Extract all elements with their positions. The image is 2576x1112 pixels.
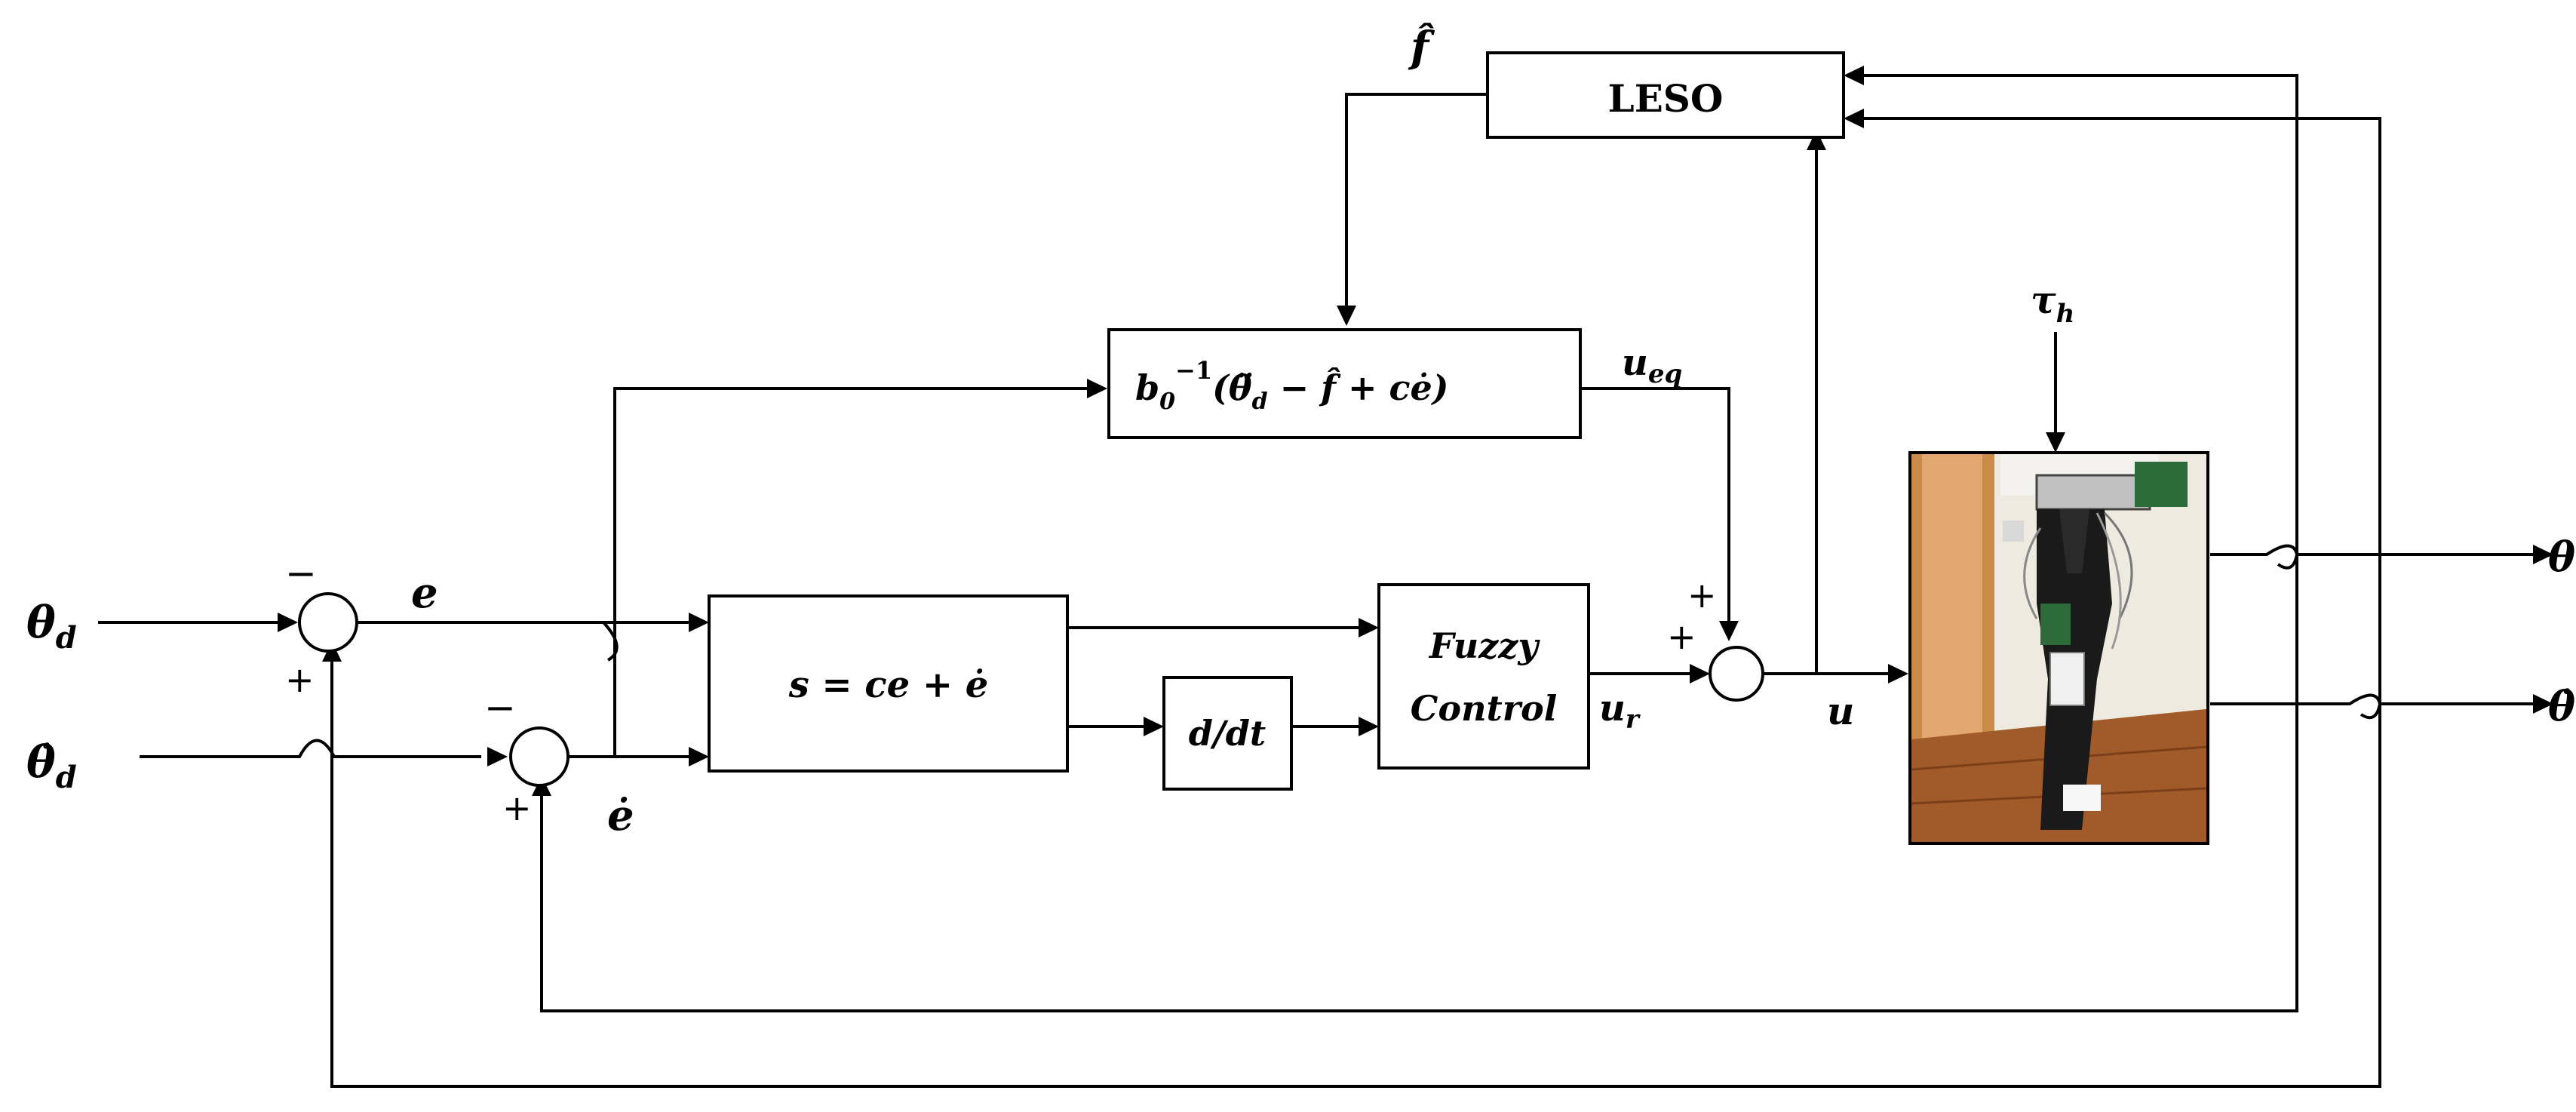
sum2-minus: − — [484, 686, 516, 730]
arrowhead — [1807, 130, 1826, 150]
arrowhead — [1087, 379, 1107, 398]
arrowhead — [1144, 717, 1164, 736]
arrowhead — [1844, 109, 1864, 128]
theta-output-wire — [2210, 544, 2538, 570]
leso-block — [1486, 51, 1845, 139]
arrowhead — [1359, 717, 1379, 736]
fuzzy-label-line1: Fuzzy — [1428, 625, 1541, 666]
u-label: u — [1827, 689, 1854, 733]
tau-h-label: τh — [2031, 278, 2074, 329]
fuzzy-label-line2: Control — [1411, 688, 1557, 729]
leso-label: LESO — [1608, 76, 1724, 121]
derivative-block — [1162, 676, 1293, 791]
equivalent-control-block — [1107, 328, 1582, 439]
arrowhead — [1844, 66, 1864, 85]
theta-d-label: θd — [26, 597, 77, 656]
e-dot-branch-wire — [613, 387, 1092, 757]
summing-junction-3 — [1709, 646, 1764, 702]
derivative-label: d/dt — [1189, 713, 1266, 754]
sum3-plus-left: + — [1667, 616, 1696, 657]
summing-junction-1 — [298, 592, 358, 653]
theta-dot-to-leso-wire — [1859, 117, 2381, 704]
e-label: e — [411, 568, 438, 618]
theta-to-leso-wire — [1859, 74, 2298, 554]
arrowhead — [1888, 664, 1908, 683]
arrowhead — [2046, 432, 2065, 453]
arrowhead — [1719, 621, 1739, 641]
theta-dot-output-label: θ̇ — [2548, 682, 2575, 730]
ueq-wire — [1580, 387, 1730, 626]
sum2-plus: + — [502, 788, 532, 828]
arrowhead — [2533, 694, 2553, 714]
arrowhead — [689, 747, 709, 766]
arrowhead — [689, 613, 709, 632]
theta-output-label: θ — [2548, 533, 2575, 581]
sum1-minus: − — [285, 551, 317, 595]
arrowhead — [1337, 306, 1356, 326]
arrowhead — [278, 613, 298, 632]
summing-junction-2 — [509, 726, 570, 787]
fuzzy-control-block — [1377, 583, 1590, 769]
sliding-surface-block — [708, 594, 1069, 773]
e-dot-label: ė — [607, 791, 634, 840]
fhat-wire — [1345, 93, 1488, 311]
theta-feedback-inner — [540, 554, 2298, 1012]
arrowhead — [1359, 618, 1379, 637]
equivalent-control-label: b0−1(θ̈d − f̂ + cė) — [1135, 356, 1449, 415]
arrowhead — [487, 747, 508, 766]
sum1-plus: + — [285, 659, 315, 700]
sum3-plus-top: + — [1687, 575, 1717, 616]
e-wire-a — [358, 621, 619, 662]
plant-exoskeleton-image — [1908, 451, 2209, 845]
f-hat-label: f̂ — [1408, 22, 1435, 72]
theta-dot-d-label: θ̇d — [26, 736, 77, 795]
theta-dot-d-wire — [140, 739, 481, 758]
sliding-surface-label: s = ce + ė — [788, 664, 989, 706]
u-r-label: ur — [1599, 687, 1641, 735]
theta-dot-feedback-outer — [330, 656, 2381, 1088]
arrowhead — [1690, 664, 1710, 683]
u-eq-label: ueq — [1622, 342, 1682, 389]
arrowhead — [2533, 545, 2553, 564]
theta-dot-output-wire — [2210, 693, 2538, 720]
